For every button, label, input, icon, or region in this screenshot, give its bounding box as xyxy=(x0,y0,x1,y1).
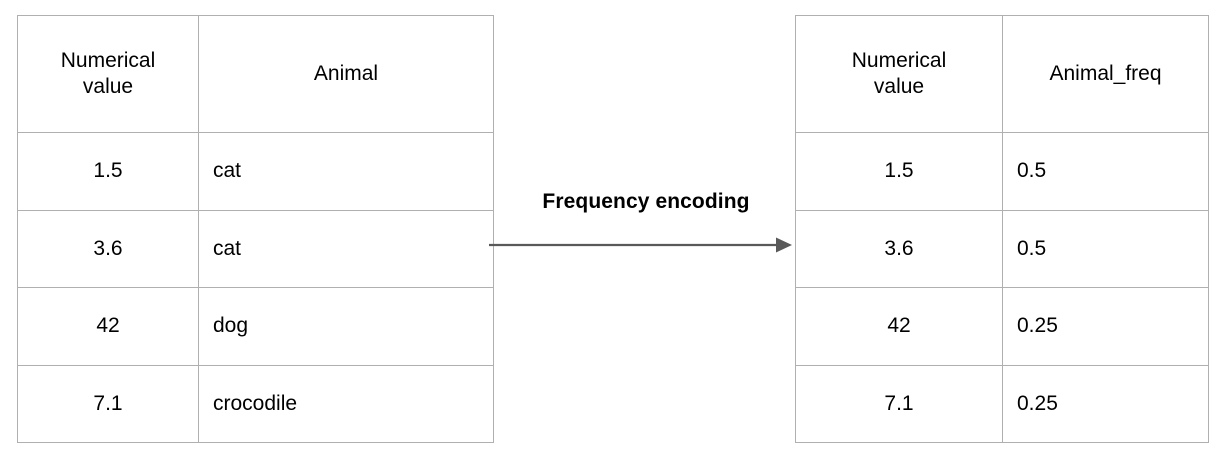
encoded-table-header: Numerical value Animal_freq xyxy=(795,15,1209,133)
encoded-cell-value: 42 xyxy=(795,287,1003,366)
encoded-header-animal-freq: Animal_freq xyxy=(1002,15,1209,133)
source-table: Numerical value Animal 1.5 cat 3.6 cat 4… xyxy=(17,15,494,443)
table-row: 3.6 0.5 xyxy=(795,209,1209,288)
header-line-1: Numerical xyxy=(851,49,947,73)
transform-label: Frequency encoding xyxy=(542,190,750,213)
source-cell-animal: crocodile xyxy=(198,364,494,443)
source-cell-value: 3.6 xyxy=(17,209,199,288)
transform-arrow-group: Frequency encoding xyxy=(488,190,796,260)
encoded-header-numerical-value: Numerical value xyxy=(795,15,1003,133)
encoded-cell-freq: 0.5 xyxy=(1002,209,1209,288)
source-table-header: Numerical value Animal xyxy=(17,15,494,133)
table-row: 3.6 cat xyxy=(17,209,494,288)
header-line-2: value xyxy=(82,75,134,98)
table-row: 7.1 0.25 xyxy=(795,364,1209,443)
encoded-cell-value: 3.6 xyxy=(795,209,1003,288)
header-line-1: Numerical xyxy=(60,49,156,73)
header-line-2: value xyxy=(873,75,925,98)
table-row: 42 0.25 xyxy=(795,287,1209,366)
encoded-cell-value: 1.5 xyxy=(795,132,1003,211)
source-cell-value: 42 xyxy=(17,287,199,366)
table-header-row: Numerical value Animal_freq xyxy=(795,15,1209,133)
encoded-cell-freq: 0.25 xyxy=(1002,287,1209,366)
table-row: 42 dog xyxy=(17,287,494,366)
source-header-animal: Animal xyxy=(198,15,494,133)
encoded-table: Numerical value Animal_freq 1.5 0.5 3.6 … xyxy=(795,15,1209,443)
source-table-body: 1.5 cat 3.6 cat 42 dog 7.1 crocodile xyxy=(17,132,494,443)
source-header-numerical-value: Numerical value xyxy=(17,15,199,133)
source-cell-animal: dog xyxy=(198,287,494,366)
source-cell-value: 7.1 xyxy=(17,364,199,443)
encoded-cell-freq: 0.25 xyxy=(1002,364,1209,443)
encoded-table-body: 1.5 0.5 3.6 0.5 42 0.25 7.1 0.25 xyxy=(795,132,1209,443)
source-cell-value: 1.5 xyxy=(17,132,199,211)
table-row: 7.1 crocodile xyxy=(17,364,494,443)
table-row: 1.5 cat xyxy=(17,132,494,211)
table-row: 1.5 0.5 xyxy=(795,132,1209,211)
encoded-cell-value: 7.1 xyxy=(795,364,1003,443)
encoded-cell-freq: 0.5 xyxy=(1002,132,1209,211)
source-cell-animal: cat xyxy=(198,132,494,211)
table-header-row: Numerical value Animal xyxy=(17,15,494,133)
right-arrow-icon xyxy=(489,237,792,253)
source-cell-animal: cat xyxy=(198,209,494,288)
